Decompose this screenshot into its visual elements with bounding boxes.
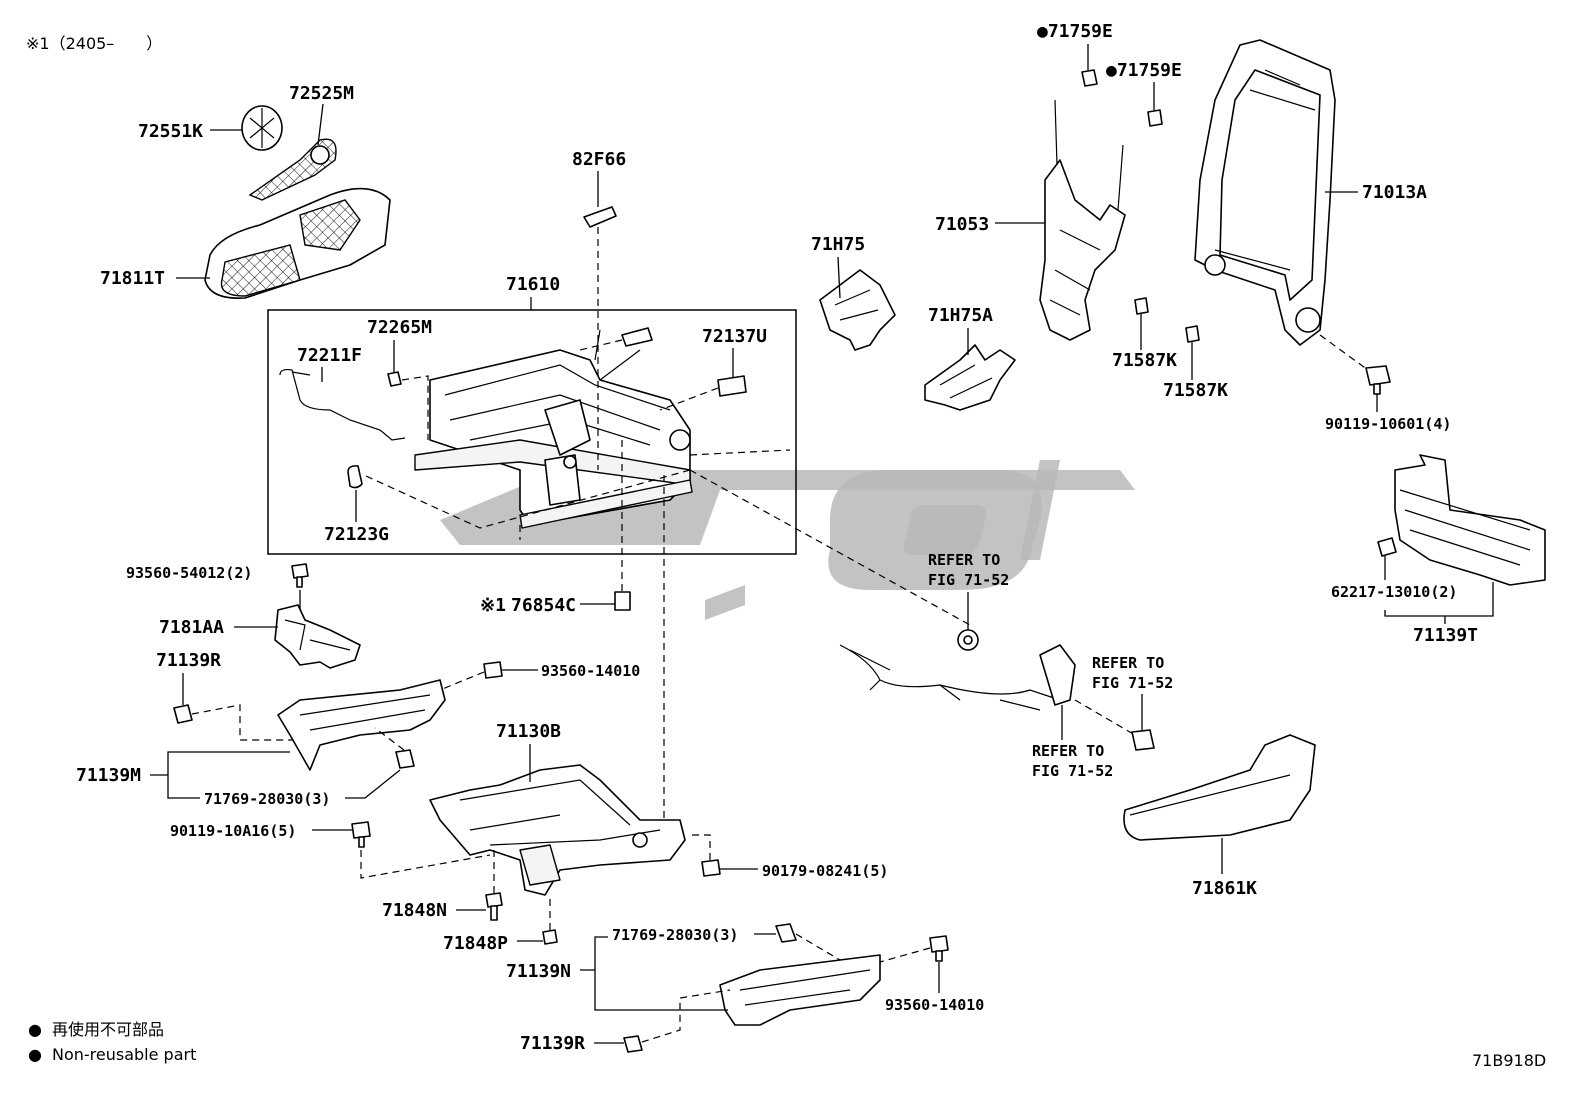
clip-71769-28030-b (775, 923, 797, 943)
callout-76854C: 76854C (511, 595, 576, 616)
nut-refer-2 (1131, 729, 1155, 751)
assembly-box-71610 (267, 309, 797, 555)
callout-90119-10601: 90119-10601(4) (1325, 415, 1451, 433)
shield-71861K (1123, 734, 1316, 841)
grommet-refer-1 (957, 629, 979, 651)
callout-71139R-a: 71139R (156, 650, 221, 671)
legend-english: Non-reusable part (52, 1045, 196, 1064)
cover-71139M (277, 679, 446, 771)
clip-82F66 (583, 206, 617, 228)
bolt-93560-54012 (291, 563, 309, 588)
refer-1-line1: REFER TO (928, 551, 1000, 569)
callout-93560-14010-a: 93560-14010 (541, 662, 640, 680)
diagram-code: 71B918D (1472, 1051, 1546, 1070)
revision-note: ※1（2405– ） (26, 34, 162, 53)
lever-72525M (248, 138, 337, 201)
callout-72525M: 72525M (289, 83, 354, 104)
legend-japanese: 再使用不可部品 (52, 1020, 164, 1039)
bolt-93560-14010-b (929, 935, 949, 962)
bolt-71848N (485, 892, 503, 921)
legend-bullet-1: ● (28, 1020, 42, 1039)
callout-71053: 71053 (935, 214, 989, 235)
callout-71811T: 71811T (100, 268, 165, 289)
seatback-frame-71013A (1194, 39, 1336, 346)
cover-71139T (1394, 454, 1546, 586)
clip-72137U (621, 327, 747, 397)
callout-90119-10A16: 90119-10A16(5) (170, 822, 296, 840)
callout-71130B: 71130B (496, 721, 561, 742)
bracket-76854C (614, 591, 631, 611)
callout-71139N: 71139N (506, 961, 571, 982)
callout-76854C-mark: ※1 (480, 595, 506, 616)
callout-71769-28030-a: 71769-28030(3) (204, 790, 330, 808)
seat-wire-harness (839, 644, 1076, 711)
refer-3-line2: FIG 71-52 (1032, 762, 1113, 780)
legend-bullet-2: ● (28, 1045, 42, 1064)
clip-71769-28030-a (395, 749, 415, 769)
callout-71139M: 71139M (76, 765, 141, 786)
cover-71H75A (924, 344, 1016, 411)
clip-72123G (347, 465, 363, 489)
clip-71759E-b (1147, 109, 1163, 127)
cover-71139N (719, 954, 881, 1026)
nut-90179-08241 (701, 859, 721, 877)
callout-71H75A: 71H75A (928, 305, 993, 326)
shield-71811T (204, 187, 391, 299)
refer-3-line1: REFER TO (1032, 742, 1104, 760)
refer-2-line1: REFER TO (1092, 654, 1164, 672)
callout-71H75: 71H75 (811, 234, 865, 255)
callout-71139R-b: 71139R (520, 1033, 585, 1054)
cover-71H75 (819, 269, 896, 351)
callout-93560-54012: 93560-54012(2) (126, 564, 252, 582)
clip-71587K-b (1185, 325, 1200, 343)
bracket-71053 (1039, 99, 1126, 341)
callout-71759E-b: ●71759E (1106, 60, 1182, 81)
callout-71587K-a: 71587K (1112, 350, 1177, 371)
callout-72123G: 72123G (324, 524, 389, 545)
clip-71759E-a (1081, 69, 1098, 87)
clip-71587K-a (1134, 297, 1149, 315)
clip-71139R-b (623, 1035, 643, 1053)
bolt-90119-10601 (1365, 365, 1391, 395)
callout-71587K-b: 71587K (1163, 380, 1228, 401)
callout-7181AA: 7181AA (159, 617, 224, 638)
seat-adjuster-71610 (414, 329, 693, 529)
refer-1-line2: FIG 71-52 (928, 571, 1009, 589)
callout-71139T: 71139T (1413, 625, 1478, 646)
bolt-71848P (542, 929, 558, 945)
clip-71139R-a (173, 704, 193, 724)
bracket-7181AA (274, 604, 361, 669)
clip-62217-13010 (1377, 537, 1397, 557)
callout-90179-08241: 90179-08241(5) (762, 862, 888, 880)
refer-2-line2: FIG 71-52 (1092, 674, 1173, 692)
callout-72551K: 72551K (138, 121, 203, 142)
callout-71848P: 71848P (443, 933, 508, 954)
seat-frame-71130B (429, 764, 686, 896)
callout-82F66: 82F66 (572, 149, 626, 170)
callout-71861K: 71861K (1192, 878, 1257, 899)
callout-71013A: 71013A (1362, 182, 1427, 203)
clip-72265M (387, 371, 402, 387)
callout-71759E-a: ●71759E (1037, 21, 1113, 42)
knob-72551K (241, 105, 283, 151)
callout-71848N: 71848N (382, 900, 447, 921)
bolt-90119-10A16 (351, 821, 371, 848)
callout-71769-28030-b: 71769-28030(3) (612, 926, 738, 944)
callout-72137U: 72137U (702, 326, 767, 347)
rod-72211F (279, 368, 406, 441)
callout-72211F: 72211F (297, 345, 362, 366)
callout-93560-14010-b: 93560-14010 (885, 996, 984, 1014)
callout-62217-13010: 62217-13010(2) (1331, 583, 1457, 601)
callout-71610: 71610 (506, 274, 560, 295)
callout-72265M: 72265M (367, 317, 432, 338)
bolt-93560-14010-a (483, 661, 503, 679)
